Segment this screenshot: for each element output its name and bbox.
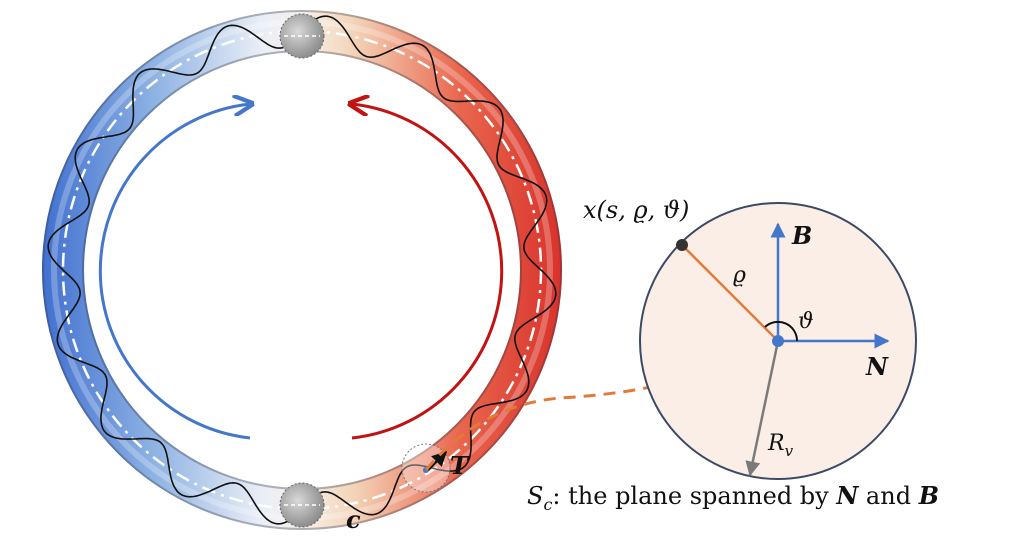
cross-section-top (279, 13, 325, 59)
label-Rv: Rv (767, 431, 794, 460)
label-point-x: x(s, ϱ, ϑ) (583, 196, 689, 224)
label-c: c (346, 505, 361, 534)
label-B: B (791, 221, 812, 250)
helical-trajectory (47, 15, 557, 525)
point-x (676, 239, 688, 251)
torus-ring (40, 8, 565, 533)
cross-section-bottom (279, 482, 325, 528)
label-N: N (865, 352, 889, 381)
blue-rotation-arrow (98, 104, 250, 440)
label-T: T (450, 451, 470, 480)
Rv-vector (745, 340, 780, 477)
caption: Sc: the plane spanned by N and B (527, 481, 939, 514)
rho-segment (681, 244, 779, 342)
tangent-vector (427, 450, 448, 471)
label-theta: ϑ (798, 309, 814, 334)
label-rho: ϱ (733, 263, 746, 288)
cross-section-disk (639, 202, 917, 480)
theta-arc (764, 320, 799, 342)
red-rotation-arrow (352, 104, 504, 440)
disk-center (772, 335, 784, 347)
